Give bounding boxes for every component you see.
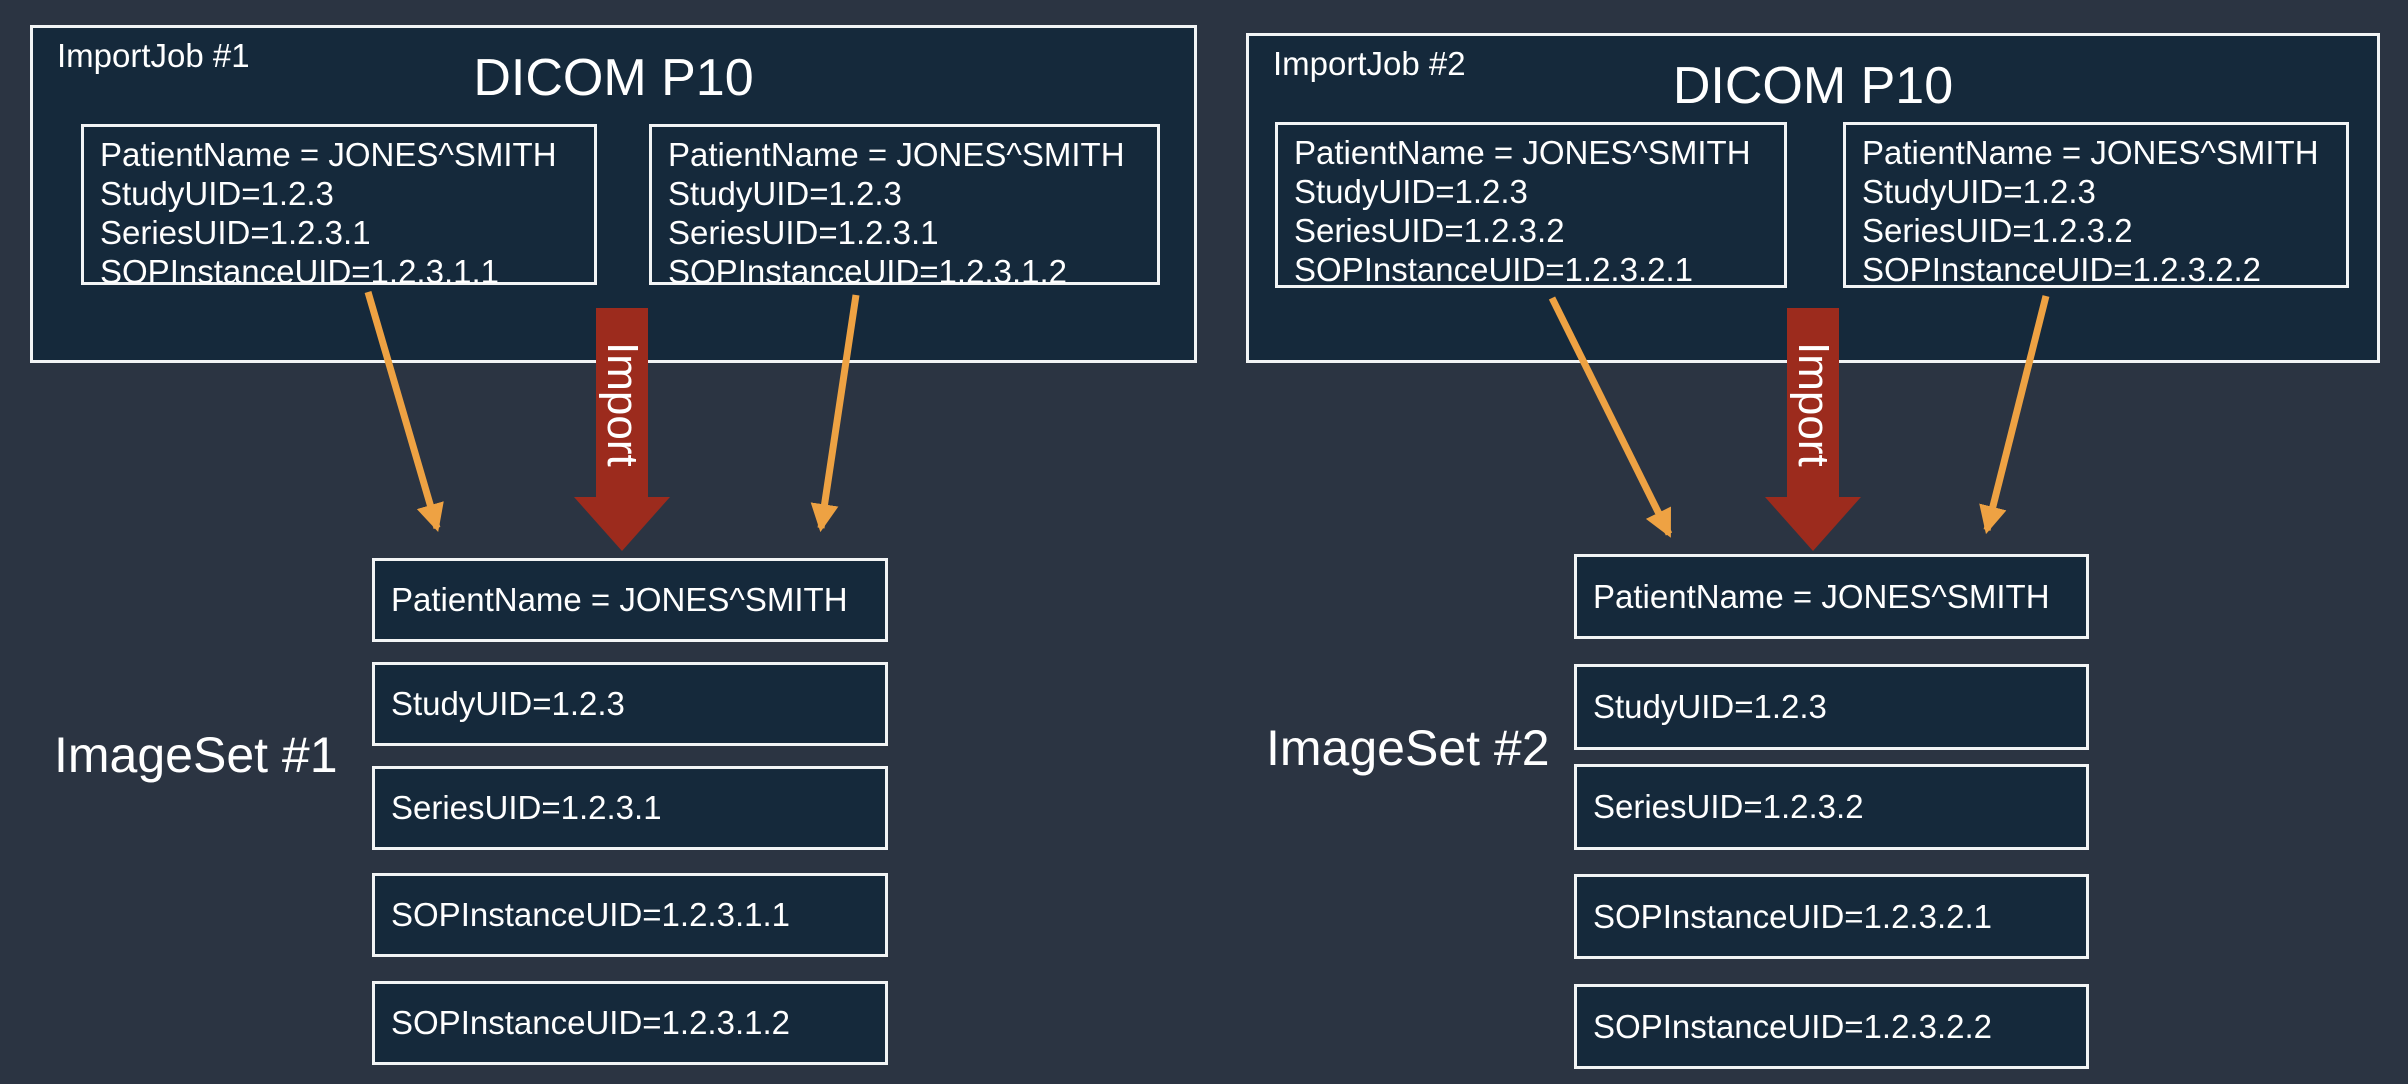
importjob1-title: DICOM P10 <box>473 49 754 107</box>
instance-line: SOPInstanceUID=1.2.3.2.1 <box>1294 251 1693 288</box>
instance-line: StudyUID=1.2.3 <box>1294 173 1528 210</box>
importjob2-title: DICOM P10 <box>1672 57 1954 115</box>
importjob2-instance1-box: PatientName = JONES^SMITH StudyUID=1.2.3… <box>1275 122 1787 288</box>
instance-line: PatientName = JONES^SMITH <box>668 136 1125 173</box>
import-block-arrow-job2 <box>1765 308 1861 551</box>
imageset1-sopinstance1-box: SOPInstanceUID=1.2.3.1.1 <box>372 873 888 957</box>
instance-line: SeriesUID=1.2.3.2 <box>1294 212 1565 249</box>
instance-line: SOPInstanceUID=1.2.3.1.1 <box>100 253 499 290</box>
instance-line: PatientName = JONES^SMITH <box>100 136 557 173</box>
importjob1-instance1-box: PatientName = JONES^SMITH StudyUID=1.2.3… <box>81 124 597 290</box>
instance-line: SeriesUID=1.2.3.1 <box>100 214 371 251</box>
imageset1-seriesuid-box: SeriesUID=1.2.3.1 <box>372 766 888 850</box>
imageset1-patientname-box: PatientName = JONES^SMITH <box>372 558 888 642</box>
import-arrow-label-job1: Import <box>598 341 647 467</box>
instance-line: StudyUID=1.2.3 <box>668 175 902 212</box>
imageset2-label: ImageSet #2 <box>1266 720 1550 776</box>
link-arrow-job1-instance1 <box>364 291 444 533</box>
imageset1-label: ImageSet #1 <box>54 727 338 783</box>
instance-line: StudyUID=1.2.3 <box>100 175 334 212</box>
instance-line: PatientName = JONES^SMITH <box>1862 134 2319 171</box>
instance-line: StudyUID=1.2.3 <box>1862 173 2096 210</box>
link-arrow-job2-instance1 <box>1548 296 1673 538</box>
link-arrow-job1-instance2 <box>810 294 860 533</box>
importjob1-instance2-box: PatientName = JONES^SMITH StudyUID=1.2.3… <box>649 124 1160 290</box>
imageset1-sopinstance2-box: SOPInstanceUID=1.2.3.1.2 <box>372 981 888 1065</box>
importjob2-label: ImportJob #2 <box>1273 45 1466 82</box>
instance-line: SeriesUID=1.2.3.2 <box>1862 212 2133 249</box>
imageset1-studyuid-box: StudyUID=1.2.3 <box>372 662 888 746</box>
link-arrow-job2-instance2 <box>1979 295 2050 535</box>
import-block-arrow-job1 <box>574 308 670 551</box>
imageset2-patientname-box: PatientName = JONES^SMITH <box>1574 554 2089 639</box>
instance-line: PatientName = JONES^SMITH <box>1294 134 1751 171</box>
importjob1-label: ImportJob #1 <box>57 37 250 74</box>
imageset2-sopinstance2-box: SOPInstanceUID=1.2.3.2.2 <box>1574 984 2089 1069</box>
import-arrow-label-job2: Import <box>1789 341 1838 467</box>
imageset2-seriesuid-box: SeriesUID=1.2.3.2 <box>1574 764 2089 850</box>
imageset2-studyuid-box: StudyUID=1.2.3 <box>1574 664 2089 750</box>
imageset2-sopinstance1-box: SOPInstanceUID=1.2.3.2.1 <box>1574 874 2089 959</box>
instance-line: SeriesUID=1.2.3.1 <box>668 214 939 251</box>
importjob2-instance2-box: PatientName = JONES^SMITH StudyUID=1.2.3… <box>1843 122 2349 288</box>
instance-line: SOPInstanceUID=1.2.3.2.2 <box>1862 251 2261 288</box>
instance-line: SOPInstanceUID=1.2.3.1.2 <box>668 253 1067 290</box>
